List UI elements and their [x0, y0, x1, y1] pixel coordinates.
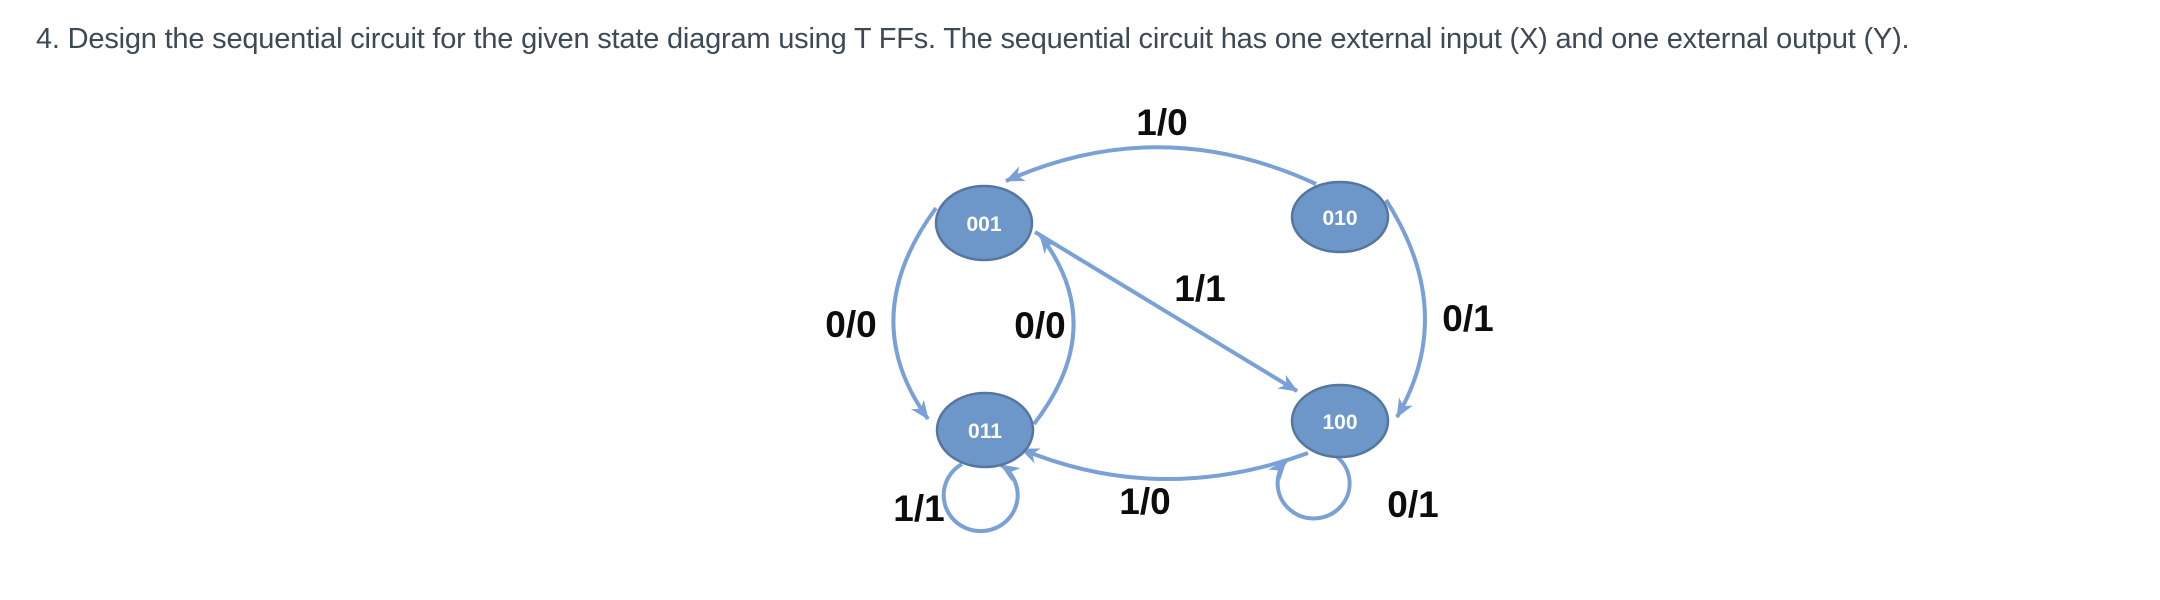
edge-label-001-to-100: 1/1 — [1174, 268, 1225, 309]
state-node-001 — [934, 184, 1034, 262]
edge-label-100-to-011: 1/0 — [1119, 481, 1170, 522]
edge-label-100-self: 0/1 — [1387, 484, 1438, 525]
question-title: 4. Design the sequential circuit for the… — [36, 23, 1910, 55]
state-label-010: 010 — [1322, 207, 1357, 230]
edge-011-self-loop — [941, 462, 1021, 534]
edge-label-011-to-001: 0/0 — [1014, 305, 1065, 346]
edge-label-010-to-001: 1/0 — [1136, 102, 1187, 143]
edge-label-011-self: 1/1 — [893, 488, 944, 529]
state-node-100 — [1290, 383, 1390, 459]
edge-010-to-100 — [1384, 198, 1427, 419]
edge-001-to-011 — [891, 206, 938, 421]
state-label-011: 011 — [968, 420, 1002, 443]
state-node-010 — [1290, 180, 1390, 254]
edge-001-to-100 — [1033, 230, 1299, 393]
state-label-100: 100 — [1322, 411, 1357, 434]
edge-label-001-to-011: 0/0 — [825, 304, 876, 345]
state-label-001: 001 — [966, 213, 1001, 236]
edge-label-010-to-100: 0/1 — [1442, 298, 1493, 339]
edge-010-to-001 — [1005, 145, 1317, 186]
edge-100-self-loop — [1268, 454, 1352, 521]
state-node-011 — [935, 391, 1035, 469]
edge-100-to-011 — [1020, 447, 1309, 481]
edge-011-to-001 — [1032, 233, 1076, 426]
